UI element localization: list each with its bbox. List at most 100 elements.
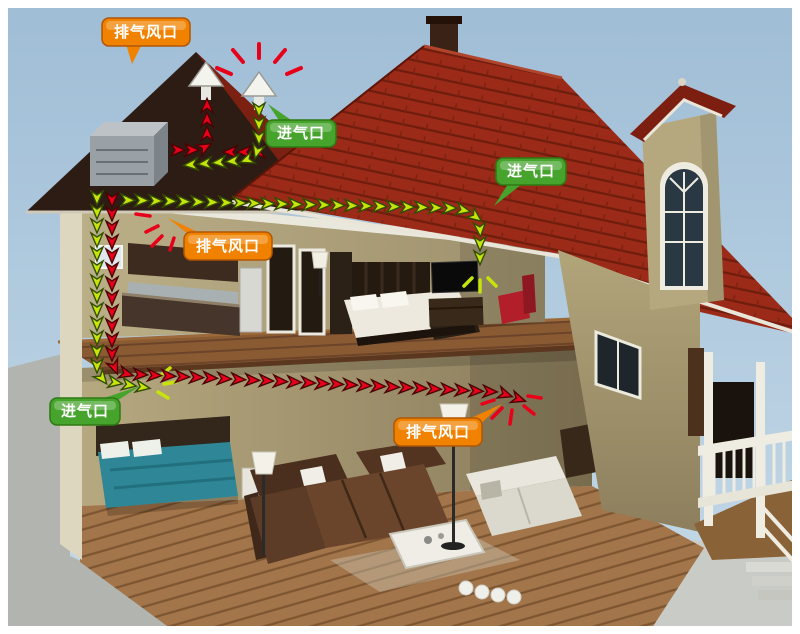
- pillow: [380, 291, 409, 308]
- label-text: 进气口: [277, 124, 325, 142]
- exhaust-airflow-arrow: [104, 317, 120, 335]
- table-decor: [438, 533, 444, 539]
- label-bubble: [265, 119, 337, 148]
- exhaust-airflow-arrow: [215, 370, 234, 386]
- intake-airflow-arrow: [118, 192, 137, 208]
- exhaust-airflow-arrow: [257, 372, 276, 388]
- label-bubble: [101, 17, 191, 47]
- intake-airflow-arrow: [440, 200, 459, 216]
- intake-airflow-arrow: [90, 366, 108, 386]
- exhaust-airflow-arrow: [383, 378, 402, 395]
- pillow: [300, 466, 326, 486]
- intake-airflow-arrow: [89, 287, 105, 305]
- label-tail: [268, 104, 294, 122]
- intake-airflow-arrow: [464, 205, 483, 223]
- label-bubble: [49, 397, 121, 426]
- label-exhaust-kitchen: 排气风口: [168, 218, 273, 261]
- intake-airflow-arrow: [328, 197, 347, 213]
- label-text: 排气风口: [196, 237, 260, 255]
- blanket-seam: [109, 458, 233, 472]
- exhaust-airflow-arrow: [104, 356, 119, 376]
- exhaust-airflow-arrow: [271, 373, 290, 389]
- intake-airflow-arrow: [209, 154, 229, 170]
- intake-airflow-arrow: [314, 197, 333, 213]
- exhaust-airflow-arrow: [104, 303, 120, 321]
- exhaust-airflow-arrow: [341, 376, 360, 392]
- exhaust-airflow-arrow: [467, 382, 486, 399]
- exhaust-airflow-arrow: [327, 376, 346, 392]
- intake-airflow-arrow: [89, 273, 105, 291]
- intake-airflow-arrow: [398, 199, 417, 215]
- exhaust-burst-roof: [215, 42, 303, 76]
- intake-airflow-arrow: [89, 231, 105, 249]
- label-text: 排气风口: [114, 23, 178, 41]
- intake-airflow-arrow: [370, 198, 389, 214]
- intake-airflow-arrow: [89, 245, 105, 263]
- intake-airflow-arrow: [300, 196, 319, 212]
- intake-airflow-arrow: [119, 375, 138, 391]
- intake-airflow-arrow: [89, 343, 105, 361]
- exhaust-airflow-arrow: [369, 378, 388, 394]
- exhaust-airflow-arrow: [104, 261, 120, 279]
- sofa-back: [250, 454, 348, 498]
- bed-shadow: [356, 324, 476, 346]
- exhaust-airflow-arrow: [187, 369, 206, 385]
- slab-edge: [103, 341, 647, 375]
- intake-airflow-arrow: [216, 194, 235, 210]
- intake-airflow-arrow: [195, 155, 215, 171]
- porch-column-right: [756, 362, 765, 538]
- roof-fascia: [231, 200, 795, 334]
- intake-airflow-arrow: [160, 193, 179, 209]
- intake-airflow-arrow: [238, 149, 258, 164]
- bed-lower-shadow: [106, 496, 238, 516]
- intake-airflow-arrow: [202, 194, 221, 210]
- label-bubble: [393, 417, 483, 447]
- label-exhaust-roof: 排气风口: [101, 17, 191, 64]
- exhaust-airflow-arrow: [116, 364, 136, 379]
- intake-airflow-arrow: [89, 203, 105, 221]
- label-text: 进气口: [61, 402, 109, 420]
- dormer-finial: [678, 78, 686, 86]
- exhaust-airflow-arrow: [104, 289, 120, 307]
- chimney-cap: [426, 16, 462, 24]
- intake-airflow-arrow: [258, 195, 277, 211]
- label-tail: [126, 44, 142, 64]
- ridge: [423, 44, 563, 80]
- exhaust-airflow-arrow: [104, 331, 120, 349]
- tv-stand: [428, 296, 484, 327]
- label-bubble: [183, 231, 273, 261]
- cushion-seam: [340, 479, 368, 539]
- exhaust-airflow-arrow: [221, 144, 239, 160]
- porch-steps: [746, 562, 800, 600]
- exhaust-airflow-arrow: [397, 379, 416, 395]
- exhaust-airflow-arrow: [199, 96, 215, 115]
- pillow: [350, 294, 379, 311]
- exhaust-airflow-arrow: [159, 368, 178, 384]
- label-gloss: [188, 235, 268, 244]
- intake-airflow-arrow: [472, 234, 488, 253]
- window-mullion: [669, 177, 685, 193]
- cushion-seam: [378, 472, 406, 532]
- intake-airflow-arrow: [252, 141, 267, 161]
- fridge: [239, 267, 263, 333]
- door-frame-1: [266, 244, 296, 334]
- exhaust-airflow-arrow: [104, 191, 120, 209]
- roof-vent-intake-icon: [240, 70, 278, 110]
- exhaust-airflow-arrow: [199, 124, 215, 143]
- intake-airflow-arrow: [384, 198, 403, 214]
- intake-airflow-arrow: [89, 259, 105, 277]
- intake-airflow-arrow: [356, 198, 375, 214]
- porch-column-left: [704, 352, 713, 526]
- counter-top: [121, 292, 241, 308]
- label-gloss: [270, 123, 332, 132]
- label-exhaust-lower: 排气风口: [393, 404, 502, 447]
- porch-railing: [698, 430, 800, 568]
- label-bubble: [495, 157, 567, 186]
- exhaust-airflow-arrow: [453, 382, 472, 398]
- window-mullion: [683, 177, 699, 193]
- exhaust-airflow-arrow: [285, 374, 304, 390]
- accent-chair: [498, 274, 536, 324]
- intake-burst-bedroom: [462, 276, 498, 294]
- pillow: [132, 439, 162, 457]
- exhaust-airflow-arrow: [104, 219, 120, 237]
